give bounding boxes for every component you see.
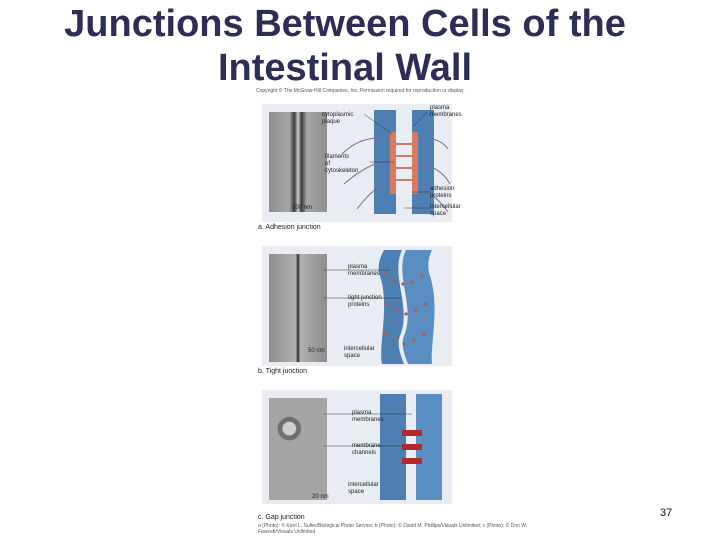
adhesion-plaque-left <box>390 132 396 194</box>
gap-micrograph <box>269 398 327 500</box>
panel-tight-junction: plasma membranes tight junction proteins… <box>262 246 452 366</box>
caption-b: b. Tight junction <box>258 368 308 375</box>
label-cytoplasmic-plaque: cytoplasmic plaque <box>322 112 354 125</box>
label-intercellular-space-b: intercellular space <box>344 346 375 359</box>
label-intercellular-space-c: intercellular space <box>348 482 379 495</box>
adhesion-micrograph <box>269 112 327 212</box>
label-tight-junction-proteins: tight junction proteins <box>348 295 382 308</box>
tight-leaders <box>324 269 402 299</box>
label-membrane-channels: membrane channels <box>352 443 381 456</box>
label-plasma-membranes-a: plasma membranes <box>430 105 462 118</box>
tight-junction-proteins-group <box>384 272 427 346</box>
filaments-group <box>341 137 451 213</box>
tight-membrane-right <box>402 250 435 364</box>
scale-bar-c: 20 nm <box>312 494 329 500</box>
caption-c: c. Gap junction <box>258 514 305 521</box>
adhesion-leaders <box>363 111 430 209</box>
scale-bar-b: 50 nm <box>308 348 325 354</box>
gap-membrane-left <box>380 394 406 500</box>
gap-diagram <box>324 394 442 500</box>
label-plasma-membranes-c: plasma membranes <box>352 410 384 423</box>
gap-leaders <box>324 413 412 447</box>
label-filaments: filaments of cytoskeleton <box>325 154 359 174</box>
adhesion-plaque-right <box>412 132 418 194</box>
slide-title: Junctions Between Cells of the Intestina… <box>64 3 626 89</box>
tight-membrane-left <box>378 250 404 364</box>
membrane-channels-group <box>402 430 422 464</box>
scale-bar-a: 100 nm <box>292 205 313 211</box>
tight-micrograph <box>269 254 327 362</box>
adhesion-proteins-group <box>396 143 412 181</box>
tight-diagram <box>324 250 435 364</box>
panel-adhesion-junction: cytoplasmic plaque plasma membranes fila… <box>262 104 462 222</box>
adhesion-diagram <box>341 110 451 214</box>
caption-a: a. Adhesion junction <box>258 224 321 231</box>
label-plasma-membranes-b: plasma membranes <box>348 264 380 277</box>
label-adhesion-proteins: adhesion proteins <box>430 186 455 199</box>
page-number: 37 <box>660 507 673 519</box>
copyright-notice: Copyright © The McGraw-Hill Companies, I… <box>256 88 465 94</box>
photo-credit: a (Photo): © Kent L. Sulter/Biological P… <box>258 523 528 535</box>
panel-gap-junction: plasma membranes membrane channels inter… <box>262 390 452 504</box>
label-intercellular-space-a: intercellular space <box>430 204 461 217</box>
